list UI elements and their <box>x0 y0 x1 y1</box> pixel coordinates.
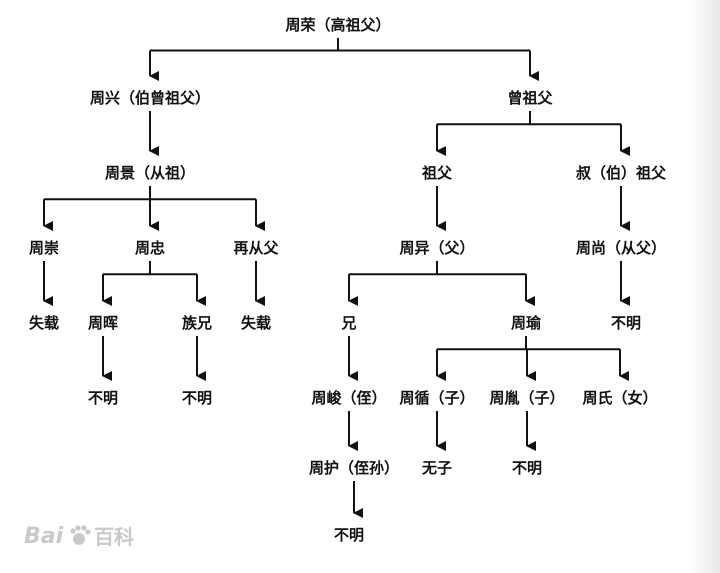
node-chong: 周崇 <box>29 239 59 257</box>
node-shubo: 叔（伯）祖父 <box>576 164 667 182</box>
node-shi: 周氏（女） <box>582 389 657 407</box>
node-yi: 周异（父） <box>399 239 474 257</box>
node-buming_hu: 不明 <box>334 526 364 544</box>
node-buming_yin: 不明 <box>512 459 542 477</box>
node-shizai1: 失载 <box>29 314 59 332</box>
node-zengzu: 曾祖父 <box>507 89 553 107</box>
node-buming_shang: 不明 <box>611 314 641 332</box>
node-shang: 周尚（从父） <box>576 239 666 257</box>
page-edge-shadow <box>690 0 720 573</box>
node-wuzi: 无子 <box>421 459 452 477</box>
paw-icon <box>70 525 91 545</box>
node-jing: 周景（从祖） <box>105 164 195 182</box>
watermark-latin: Bai <box>24 524 64 549</box>
node-zufu: 祖父 <box>421 164 453 182</box>
node-yu: 周瑜 <box>511 314 542 332</box>
node-xiong: 兄 <box>340 314 356 332</box>
watermark-cjk: 百科 <box>94 525 134 549</box>
node-shizai2: 失载 <box>241 314 271 332</box>
node-zuxiong: 族兄 <box>182 314 212 332</box>
node-zaicong: 再从父 <box>233 239 279 257</box>
node-hu: 周护（侄孙） <box>309 459 399 477</box>
node-yin: 周胤（子） <box>489 389 564 407</box>
baike-watermark: Bai 百科 <box>24 524 134 549</box>
node-buming_hui: 不明 <box>88 389 118 407</box>
node-hui: 周晖 <box>88 314 118 332</box>
node-zhong: 周忠 <box>135 239 165 257</box>
edges-layer <box>43 38 630 518</box>
node-gaozu: 周荣（高祖父） <box>285 16 390 34</box>
node-xun: 周循（子） <box>399 389 474 407</box>
node-xing: 周兴（伯曾祖父） <box>90 89 210 107</box>
node-buming_zuxiong: 不明 <box>182 389 212 407</box>
nodes-layer: 周荣（高祖父）周兴（伯曾祖父）曾祖父周景（从祖）祖父叔（伯）祖父周崇周忠再从父周… <box>29 16 667 544</box>
node-jun: 周峻（侄） <box>311 389 386 407</box>
